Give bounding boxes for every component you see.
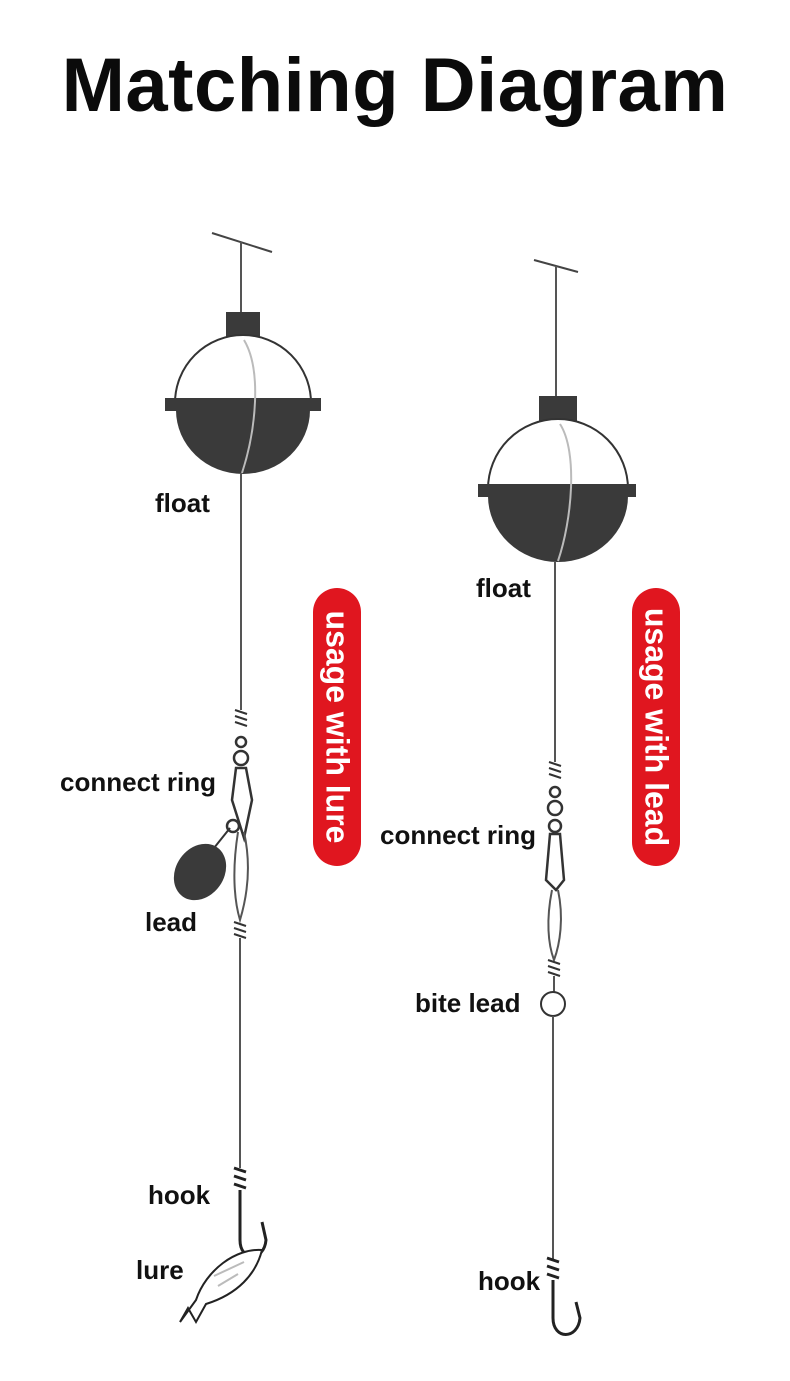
right-rig	[478, 259, 636, 1336]
left-knot-2	[233, 921, 247, 939]
badge-usage-with-lead-text: usage with lead	[638, 607, 675, 847]
right-connect-ring	[544, 785, 566, 892]
right-knot-2	[547, 959, 561, 977]
left-float	[165, 312, 321, 474]
right-hook	[546, 1256, 582, 1336]
left-label-lead: lead	[145, 907, 198, 937]
right-label-bite-lead: bite lead	[415, 988, 521, 1018]
left-label-float: float	[155, 488, 210, 518]
right-label-float: float	[476, 573, 531, 603]
right-bite-lead-weight	[540, 991, 566, 1017]
left-label-hook: hook	[148, 1180, 211, 1210]
badge-usage-with-lure-text: usage with lure	[319, 610, 356, 844]
left-lead-sinker	[173, 827, 231, 901]
right-float	[478, 396, 636, 562]
right-leader-loop	[547, 889, 562, 963]
right-knot-1	[548, 761, 562, 779]
badge-usage-with-lead: usage with lead	[632, 588, 680, 866]
left-lure-fish	[179, 1248, 264, 1325]
left-rig	[165, 232, 321, 1325]
page-title: Matching Diagram	[61, 43, 729, 128]
left-connect-ring	[225, 735, 254, 843]
left-leader-loop	[233, 831, 249, 924]
badge-usage-with-lure: usage with lure	[313, 588, 361, 866]
left-knot-1	[234, 709, 248, 727]
right-label-connect-ring: connect ring	[380, 820, 537, 850]
left-label-lure: lure	[136, 1255, 184, 1285]
left-hook	[233, 1166, 268, 1258]
left-label-connect-ring: connect ring	[60, 767, 217, 797]
right-label-hook: hook	[478, 1266, 541, 1296]
